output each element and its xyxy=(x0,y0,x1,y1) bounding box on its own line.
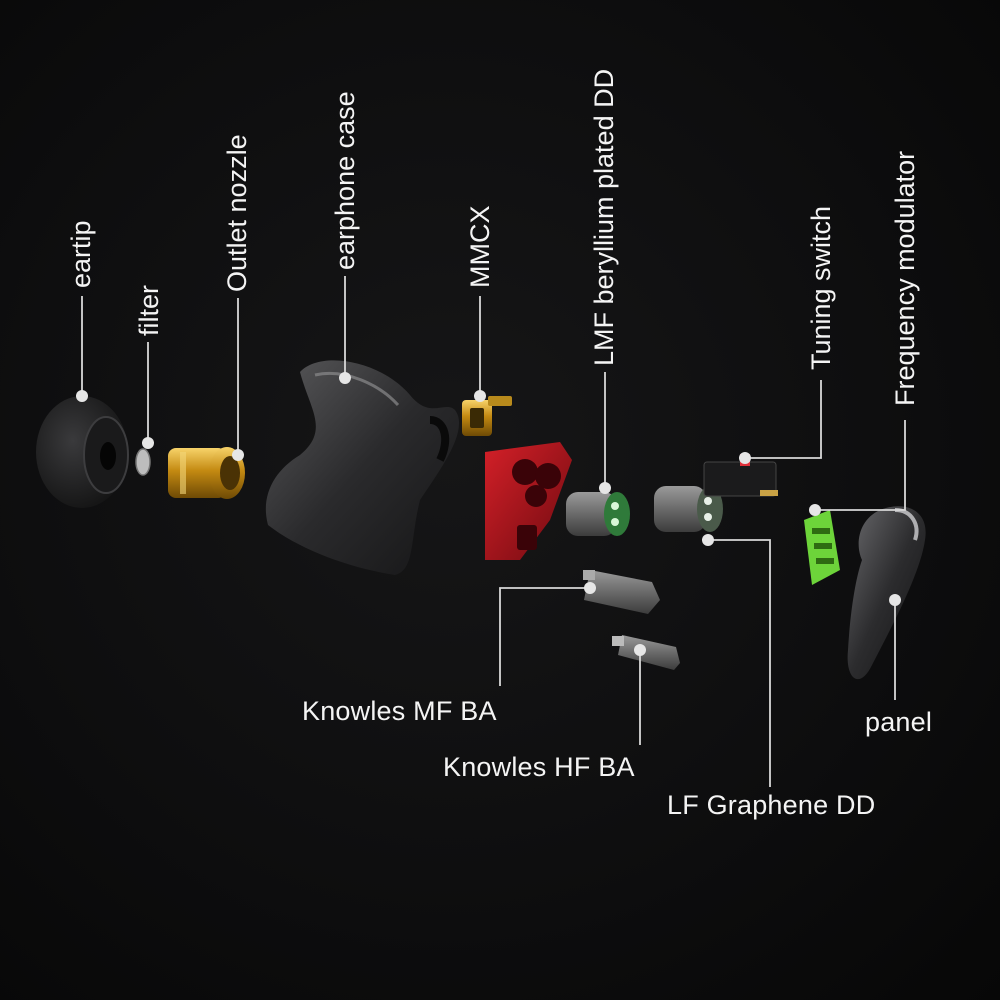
mmcx-part xyxy=(462,396,512,436)
label-mmcx: MMCX xyxy=(465,205,495,289)
label-filter: filter xyxy=(134,284,164,336)
label-eartip: eartip xyxy=(66,220,96,288)
label-earphone-case: earphone case xyxy=(330,91,360,270)
leader-lines xyxy=(81,276,906,787)
label-tuning-switch: Tuning switch xyxy=(806,205,836,370)
label-frequency-modulator: Frequency modulator xyxy=(890,150,920,406)
lf-dd-part xyxy=(654,486,723,532)
lmf-dd-part xyxy=(566,492,630,536)
knowles-hf-ba-part xyxy=(612,635,680,670)
label-panel: panel xyxy=(865,707,933,737)
earphone-case-part xyxy=(265,360,460,575)
eartip-part xyxy=(36,396,129,508)
label-lf-graphene-dd: LF Graphene DD xyxy=(667,790,876,820)
panel-part xyxy=(847,506,926,680)
acoustic-chamber-part xyxy=(485,442,572,560)
frequency-modulator-part xyxy=(804,510,840,585)
outlet-nozzle-part xyxy=(168,447,245,499)
filter-part xyxy=(135,448,151,476)
knowles-mf-ba-part xyxy=(583,570,660,614)
leader-dots xyxy=(76,372,901,656)
label-knowles-mf-ba: Knowles MF BA xyxy=(302,696,497,726)
label-lmf-dd: LMF beryllium plated DD xyxy=(589,68,619,366)
label-outlet-nozzle: Outlet nozzle xyxy=(222,134,252,292)
label-knowles-hf-ba: Knowles HF BA xyxy=(443,752,635,782)
